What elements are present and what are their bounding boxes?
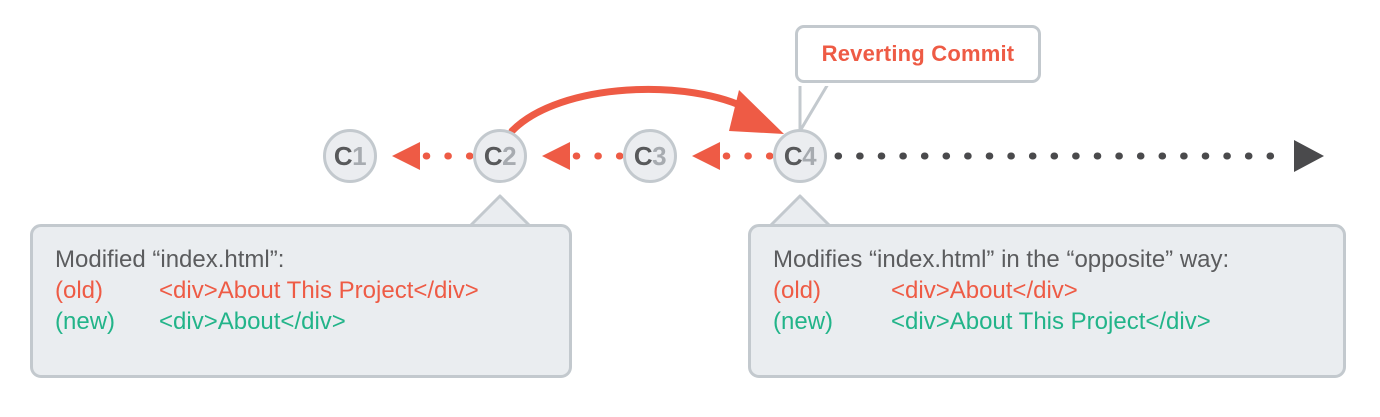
parent-arrow-c2-c1 (392, 142, 474, 170)
note-left-title: Modified “index.html”: (55, 246, 285, 273)
note-right-new-tag: (new) (773, 307, 834, 335)
commit-node-c2-letter: C (483, 140, 503, 171)
note-box-c4: Modifies “index.html” in the “opposite” … (748, 224, 1346, 378)
commit-node-c4-number: 4 (802, 140, 817, 171)
commit-node-c1-letter: C (333, 140, 353, 171)
commit-node-c3-letter: C (633, 140, 653, 171)
note-right-new-line: (new) <div>About This Project</div> (773, 307, 1321, 337)
note-right-old-tag: (old) (773, 277, 822, 305)
note-left-old-line: (old) <div>About This Project</div> (55, 276, 547, 306)
timeline-arrowhead (1294, 140, 1324, 172)
revert-callout-tail (798, 82, 832, 137)
reverting-commit-label: Reverting Commit (821, 41, 1015, 66)
note-right-tail (768, 194, 832, 230)
revert-arc-arrowhead (729, 90, 784, 134)
note-left-new-tag: (new) (55, 307, 116, 335)
note-left-old-tag: (old) (55, 277, 104, 305)
reverting-commit-callout: Reverting Commit (795, 25, 1041, 83)
commit-node-c1-number: 1 (352, 140, 367, 171)
commit-node-c2-number: 2 (502, 140, 517, 171)
revert-arc-c2-to-c4 (508, 85, 784, 135)
note-left-old-code: <div>About This Project</div> (159, 277, 479, 305)
note-right-old-code: <div>About</div> (891, 277, 1078, 305)
note-right-title: Modifies “index.html” in the “opposite” … (773, 246, 1230, 273)
note-left-new-line: (new) <div>About</div> (55, 307, 547, 337)
note-right-old-line: (old) <div>About</div> (773, 276, 1321, 306)
parent-arrow-c4-c3 (692, 142, 774, 170)
commit-node-c4-letter: C (783, 140, 803, 171)
note-box-c2: Modified “index.html”: (old) <div>About … (30, 224, 572, 378)
timeline-dotted-line (834, 140, 1324, 172)
note-right-new-code: <div>About This Project</div> (891, 307, 1211, 335)
note-left-new-code: <div>About</div> (159, 307, 346, 335)
note-left-tail (468, 194, 532, 230)
parent-arrow-c3-c2 (542, 142, 624, 170)
commit-node-c3-number: 3 (652, 140, 667, 171)
